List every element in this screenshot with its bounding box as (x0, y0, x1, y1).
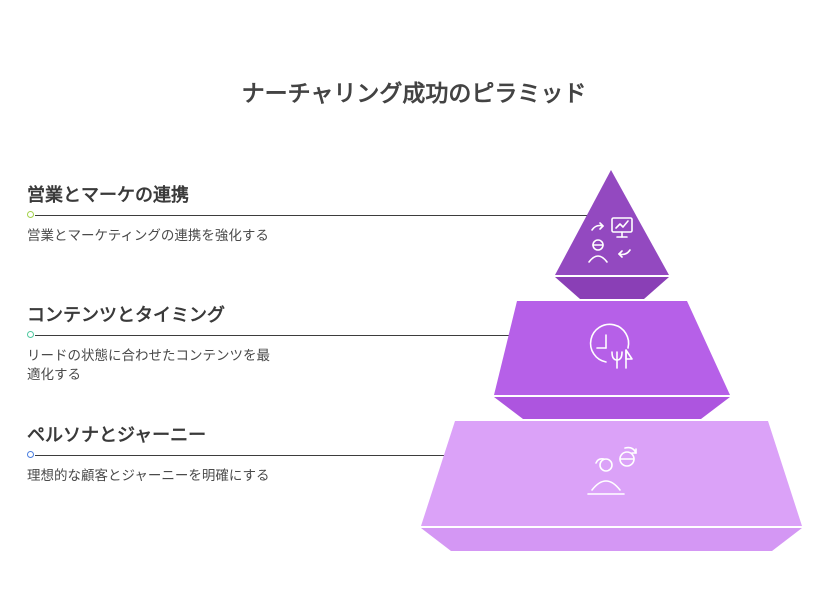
tier-2-description: リードの状態に合わせたコンテンツを最適化する (27, 348, 270, 383)
tier-1-leader-line (35, 214, 595, 216)
tier-2-leader-line (35, 334, 525, 336)
tier-1-title: 営業とマーケの連携 (27, 185, 189, 206)
sales-marketing-collaboration-icon (588, 217, 633, 263)
pyramid-tier-2-face (494, 301, 730, 395)
pyramid-tier-3-base (421, 528, 802, 551)
tier-3-title: ペルソナとジャーニー (27, 425, 207, 446)
tier-1-description: 営業とマーケティングの連携を強化する (27, 228, 269, 244)
diagram-title: ナーチャリング成功のピラミッド (241, 81, 587, 107)
pyramid-tier-3-face (421, 421, 802, 526)
pyramid-tier-1 (555, 170, 669, 299)
pyramid-tier-1-base (555, 277, 669, 299)
tier-3-description: 理想的な顧客とジャーニーを明確にする (27, 468, 270, 484)
tier-3-marker-dot (27, 451, 34, 458)
tier-1-marker-dot (27, 211, 34, 218)
pyramid-tier-3 (421, 421, 802, 551)
pyramid-tier-2 (494, 301, 730, 419)
pyramid-tier-2-base (494, 397, 730, 419)
content-timing-clock-icon (589, 323, 633, 369)
tier-2-marker-dot (27, 331, 34, 338)
tier-2-title: コンテンツとタイミング (27, 305, 225, 326)
persona-journey-icon (587, 446, 637, 495)
tier-3-leader-line (35, 454, 463, 456)
